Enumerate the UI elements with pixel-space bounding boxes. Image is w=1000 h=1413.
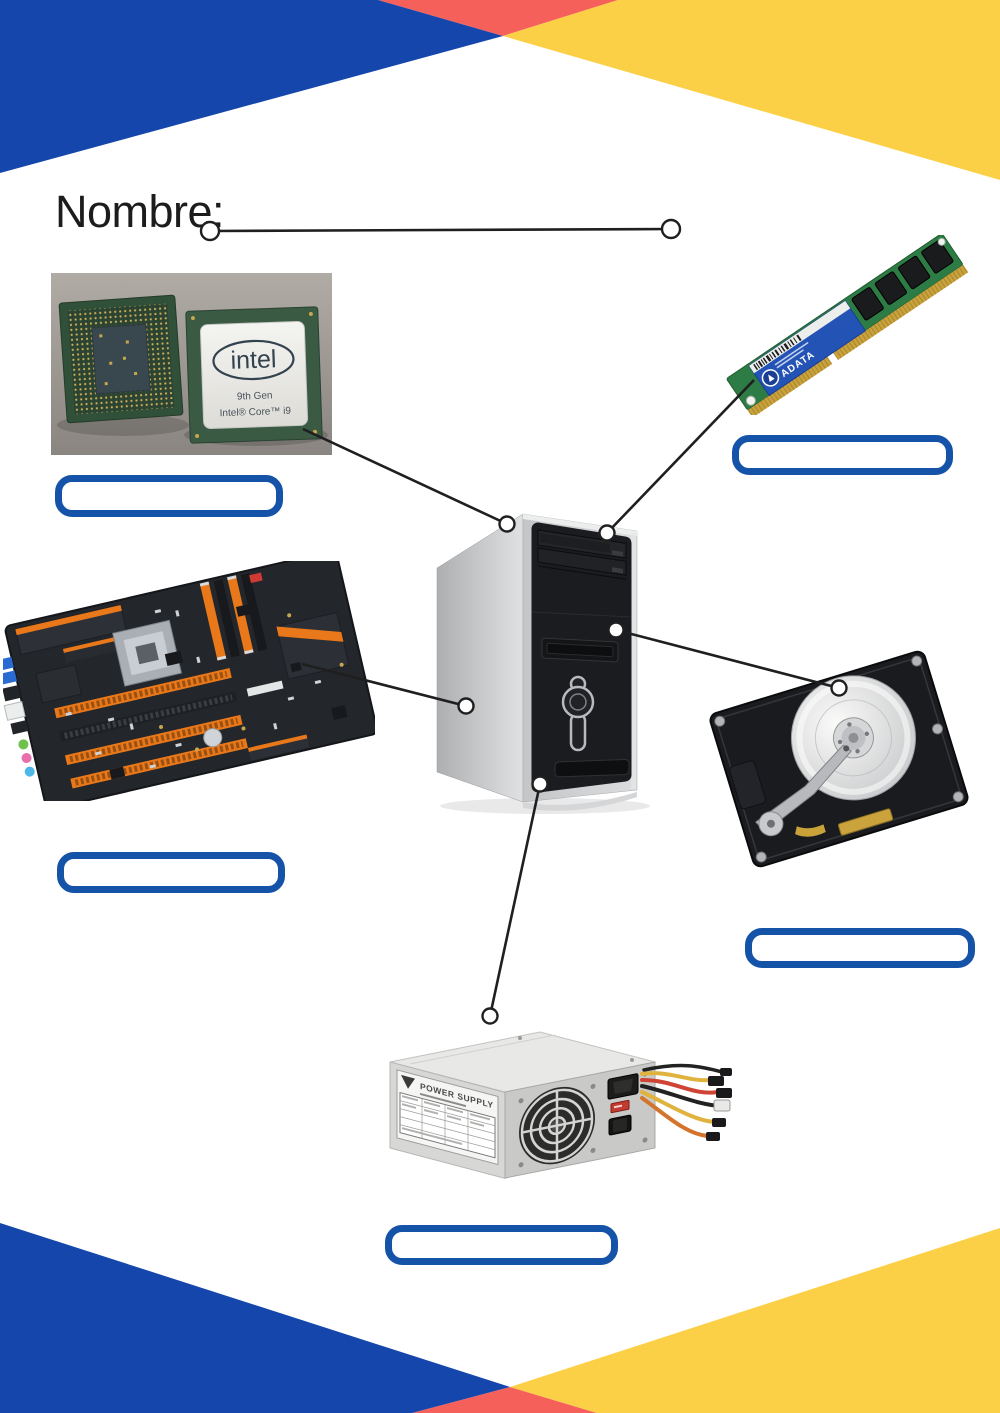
cmos-battery	[203, 728, 223, 748]
answer-box-hard-drive[interactable]	[745, 928, 975, 968]
psu-power-inlet	[607, 1073, 639, 1100]
intel-logo: intel	[212, 339, 295, 381]
tower-photo	[425, 500, 650, 815]
hdd-screws	[714, 655, 964, 863]
psu-logo	[401, 1074, 415, 1089]
motherboard-photo	[3, 561, 375, 801]
name-label: Nombre:	[55, 186, 225, 237]
hdd-body	[709, 650, 969, 868]
cpu-photo: intel 9th Gen Intel® Core™ i9	[51, 273, 332, 455]
motherboard-board	[3, 561, 375, 801]
front-io-recess	[541, 637, 619, 663]
small-capacitors	[65, 609, 322, 769]
cpu-front-chip: intel 9th Gen Intel® Core™ i9	[185, 306, 323, 444]
answer-box-ram[interactable]	[732, 435, 953, 475]
ram-label: ADATA	[748, 300, 867, 397]
hdd-actuator-arm	[755, 744, 852, 837]
triangle-top-red	[378, 0, 618, 36]
power-button-keyhole	[561, 675, 595, 752]
cpu-model-text: Intel® Core™ i9	[219, 406, 291, 419]
ram-barcode	[753, 334, 802, 371]
hard-drive-photo	[705, 645, 973, 873]
triangle-bottom-right-yellow	[510, 1228, 1000, 1413]
psu-cables	[640, 1063, 724, 1138]
bottom-vent	[554, 759, 630, 778]
triangle-top-left-blue	[0, 0, 503, 173]
triangle-bottom-red	[412, 1387, 597, 1413]
ram-gold-pins	[747, 264, 969, 415]
psu-cable-connectors	[706, 1068, 732, 1141]
name-entry-field[interactable]	[205, 207, 683, 243]
psu-rocker-switch	[608, 1114, 632, 1136]
cpu-back-chip	[58, 294, 184, 424]
psu-fan-grille	[520, 1088, 594, 1163]
io-ports	[3, 656, 35, 777]
triangle-top-right-yellow	[503, 0, 1000, 180]
answer-box-cpu[interactable]	[55, 475, 283, 517]
ram-photo: ADATA	[712, 235, 982, 415]
optical-drive-bays	[537, 529, 627, 580]
ram-chips	[851, 240, 954, 321]
power-supply-photo: POWER SUPPLY	[370, 1022, 745, 1187]
answer-box-motherboard[interactable]	[57, 852, 285, 893]
psu-fan-face	[504, 1061, 656, 1179]
cpu-gen-text: 9th Gen	[237, 390, 273, 402]
ram-stick: ADATA	[726, 235, 969, 415]
intel-logo-text: intel	[230, 345, 277, 375]
psu-label-face: POWER SUPPLY	[389, 1061, 506, 1180]
answer-box-power-supply[interactable]	[385, 1225, 618, 1265]
tower-side-panel	[436, 513, 524, 803]
cpu-socket	[112, 619, 183, 687]
triangle-bottom-left-blue	[0, 1223, 510, 1413]
